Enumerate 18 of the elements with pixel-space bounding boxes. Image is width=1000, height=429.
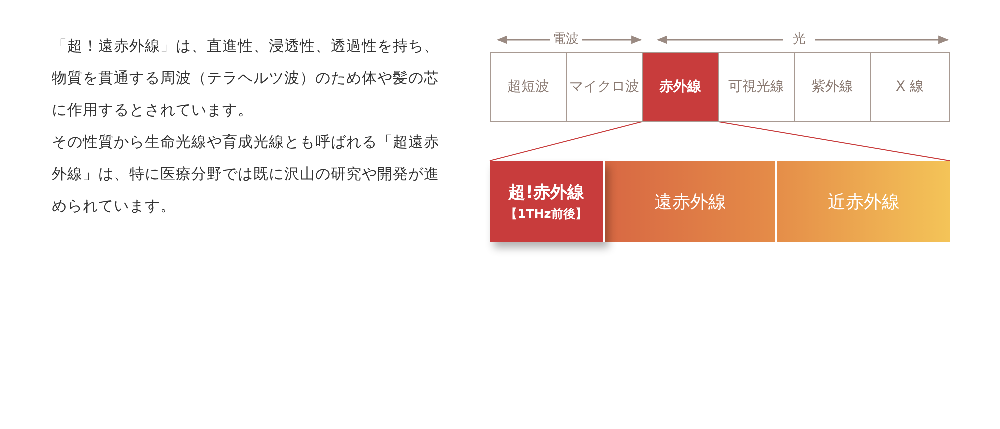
segment-label: 近赤外線 [828,190,900,214]
description-paragraph: 「超！遠赤外線」は、直進性、浸透性、透過性を持ち、物質を貫通する周波（テラヘルツ波）のため体や髪の芯に作用するとされています。 [52,36,440,121]
range-label: 光 [792,31,807,49]
range-label: 電波 [552,31,580,49]
spectrum-bar [490,161,950,242]
spectrum-segment [490,161,605,242]
band-cell: 紫外線 [794,52,871,122]
zoom-line [490,122,642,162]
band-cell: 赤外線 [642,52,719,122]
frequency-note: 【1THz前後】 [506,206,588,222]
band-cell: X 線 [870,52,950,122]
band-cell: マイクロ波 [566,52,643,122]
segment-label: 遠赤外線 [654,190,726,214]
band-cell: 可視光線 [718,52,795,122]
zoom-line [718,122,950,162]
band-cell: 超短波 [490,52,567,122]
description-paragraph: その性質から生命光線や育成光線とも呼ばれる「超遠赤外線」は、特に医療分野では既に沢山の研究や開発が進められています。 [52,132,440,217]
segment-label: 超!赤外線 [508,182,584,204]
